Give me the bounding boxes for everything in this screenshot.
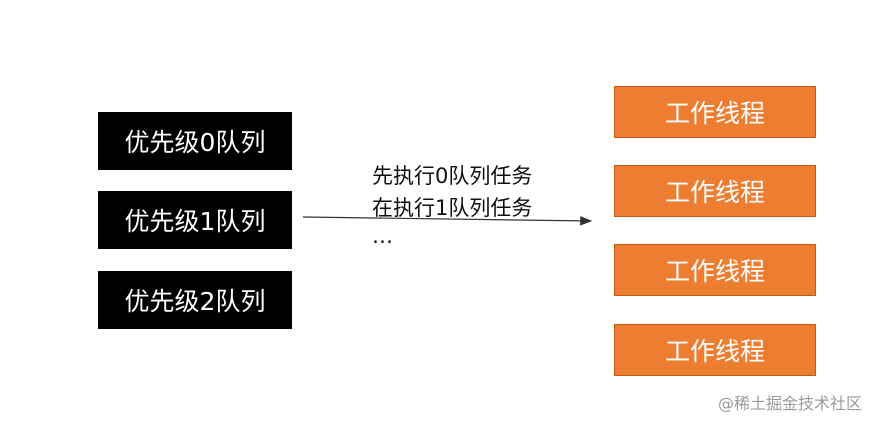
- worker-label: 工作线程: [664, 178, 765, 207]
- worker-thread-box-1: 工作线程: [614, 86, 816, 138]
- queue-label: 优先级1队列: [124, 207, 266, 236]
- watermark: @稀土掘金技术社区: [717, 394, 862, 413]
- annotation-line-1: 先执行0队列任务: [372, 164, 533, 188]
- worker-label: 工作线程: [664, 99, 765, 128]
- worker-label: 工作线程: [664, 337, 765, 366]
- queue-label: 优先级2队列: [124, 287, 266, 316]
- worker-thread-box-4: 工作线程: [614, 324, 816, 376]
- queue-label: 优先级0队列: [124, 128, 266, 157]
- worker-label: 工作线程: [664, 257, 765, 286]
- annotation-ellipsis: …: [372, 224, 393, 248]
- worker-thread-box-2: 工作线程: [614, 165, 816, 217]
- annotation-line-2: 在执行1队列任务: [372, 196, 533, 220]
- queue-box-priority-1: 优先级1队列: [98, 191, 292, 249]
- queue-box-priority-0: 优先级0队列: [98, 112, 292, 170]
- worker-thread-box-3: 工作线程: [614, 244, 816, 296]
- queue-box-priority-2: 优先级2队列: [98, 271, 292, 329]
